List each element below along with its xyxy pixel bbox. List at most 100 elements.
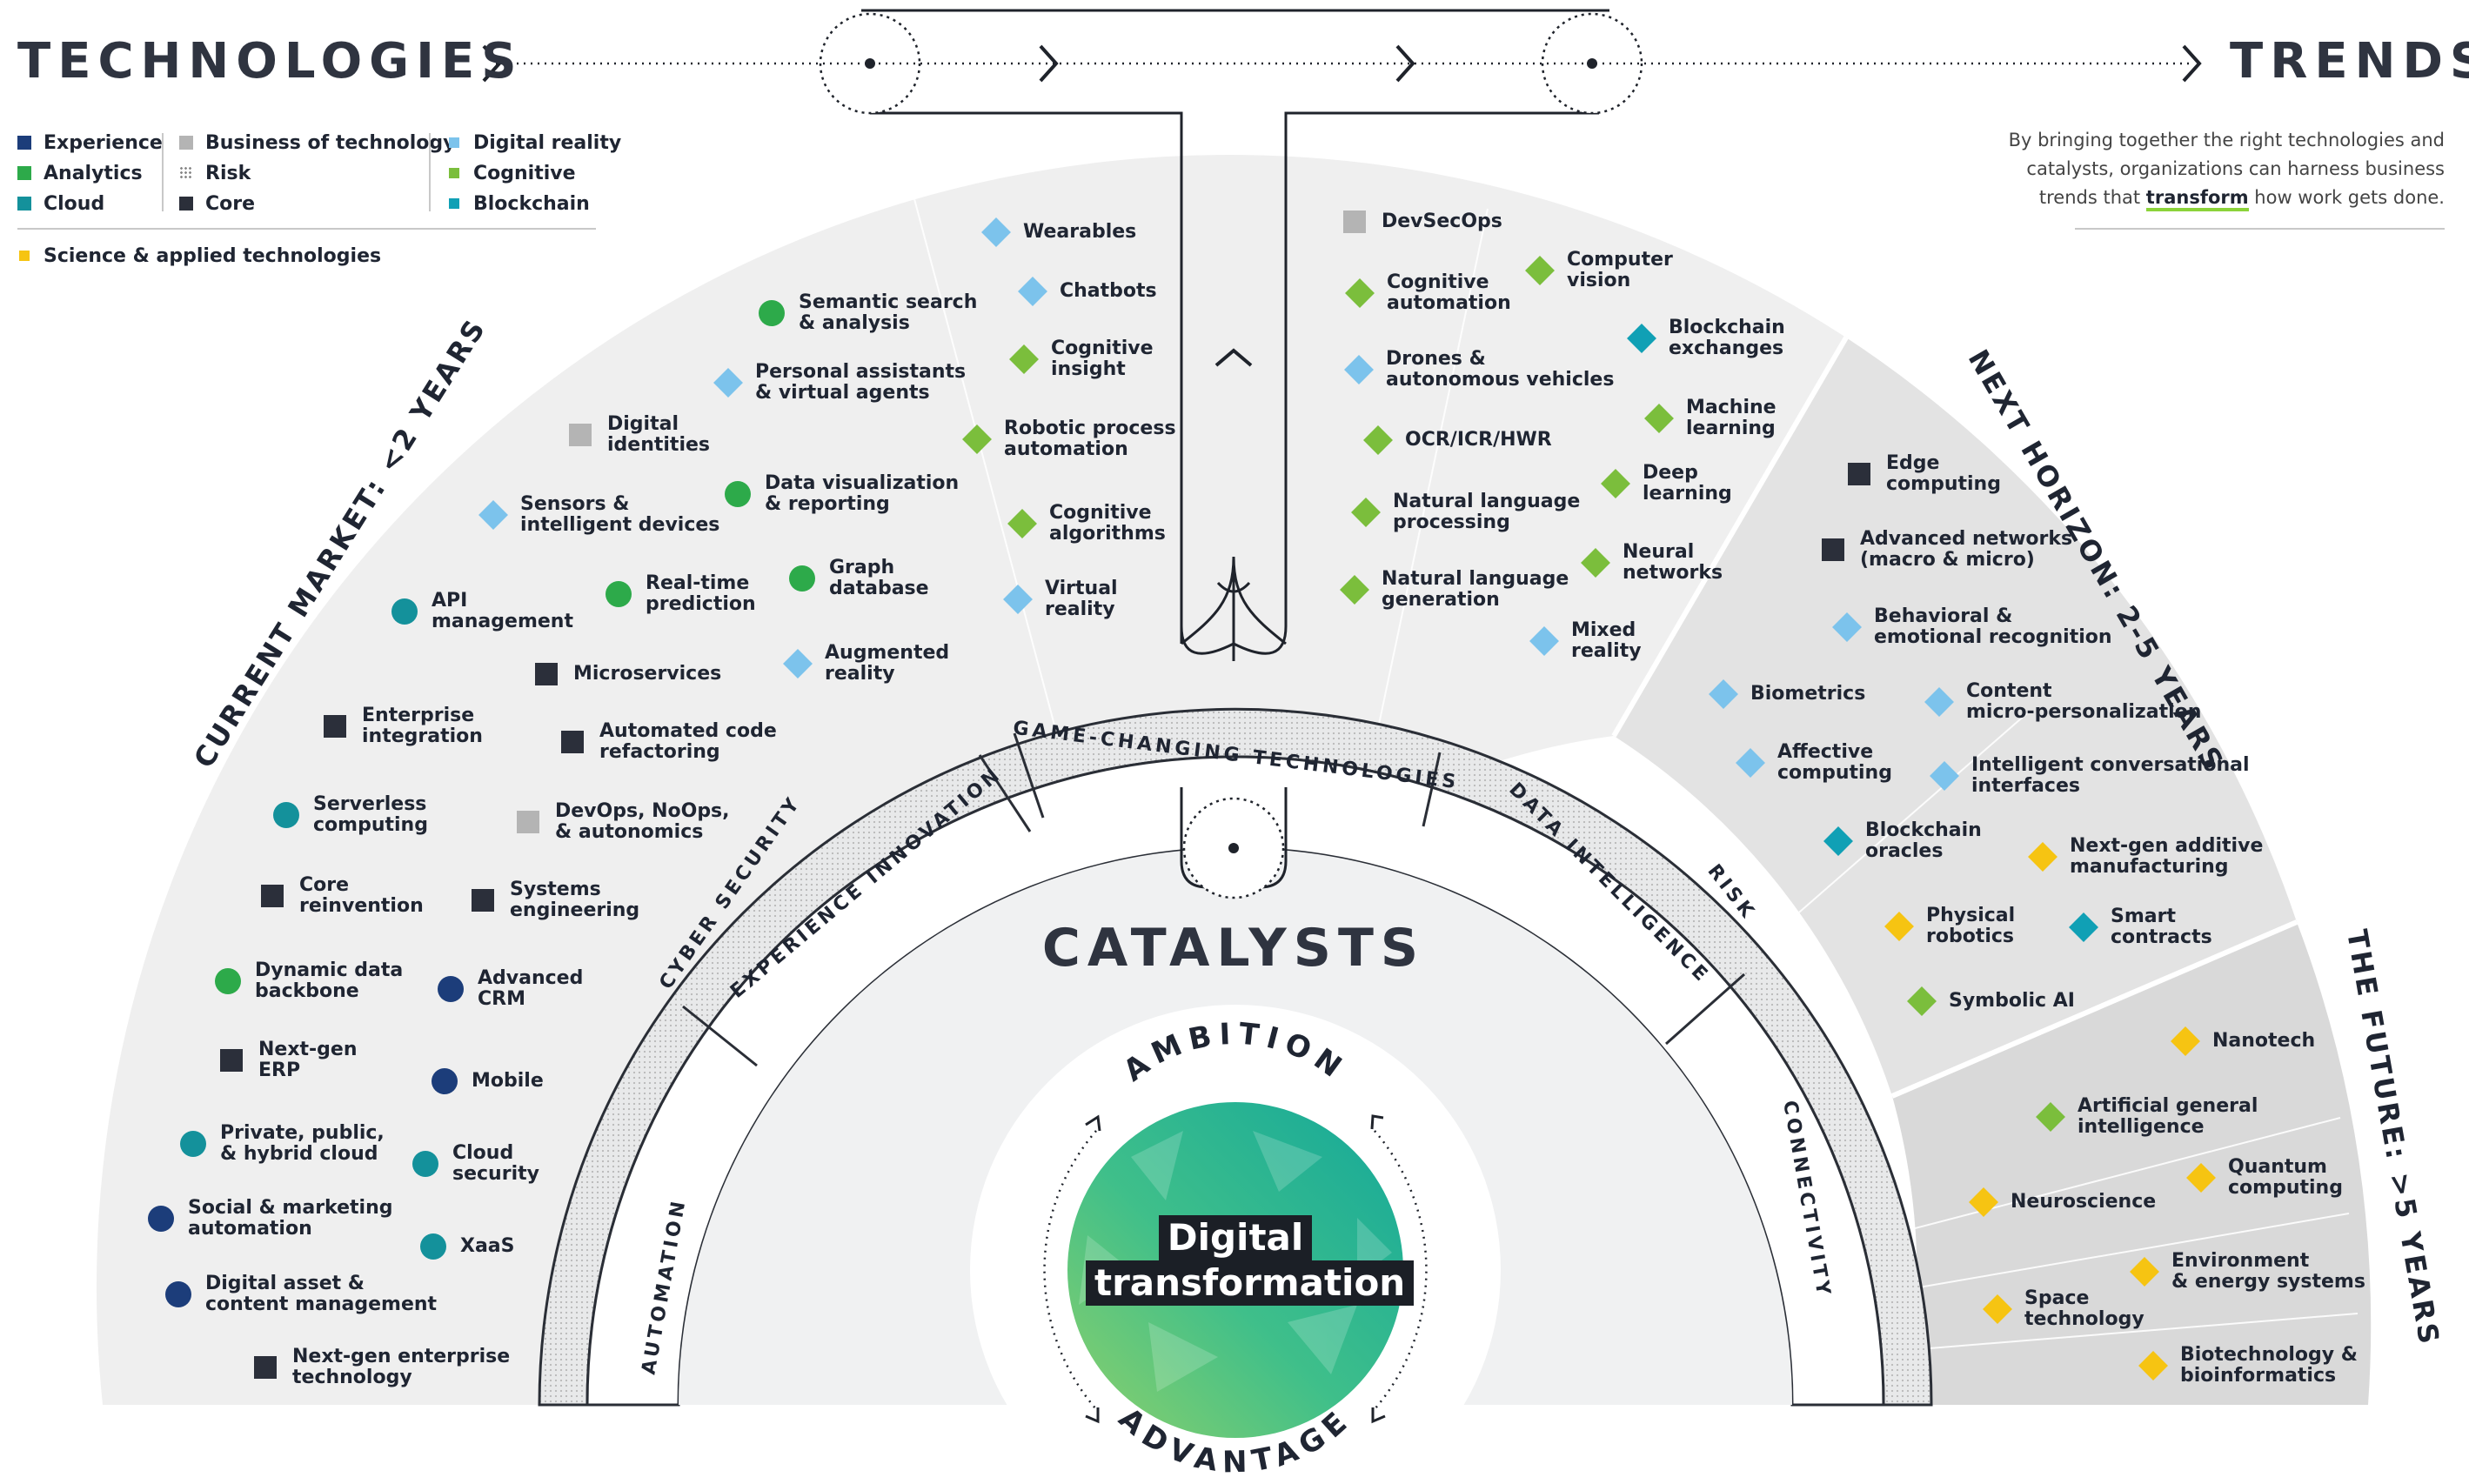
intro-note-line-2: catalysts, organizations can harness bus…	[2026, 158, 2445, 179]
item-marker	[725, 481, 751, 507]
legend-label: Core	[205, 193, 256, 215]
item-label: Artificial general intelligence	[2078, 1095, 2258, 1138]
item-label: Symbolic AI	[1949, 990, 2075, 1012]
item-label: Physical robotics	[1926, 905, 2016, 947]
item-marker	[432, 1068, 458, 1094]
item-marker	[180, 1131, 206, 1157]
item-label: Advanced networks (macro & micro)	[1860, 528, 2073, 571]
catalysts-title: CATALYSTS	[1042, 918, 1425, 979]
item-label: Natural language processing	[1393, 491, 1581, 533]
item-label: Private, public, & hybrid cloud	[220, 1122, 385, 1165]
legend-label: Science & applied technologies	[43, 245, 382, 267]
intro-note: By bringing together the right technolog…	[1992, 126, 2445, 212]
item-label: Core reinvention	[299, 874, 424, 917]
legend-label: Risk	[205, 163, 251, 184]
item-label: Environment & energy systems	[2171, 1250, 2365, 1293]
item-label: Blockchain oracles	[1865, 819, 1982, 862]
legend-label: Cloud	[43, 193, 105, 215]
item-label: Graph database	[829, 557, 929, 599]
item-label: Robotic process automation	[1004, 418, 1176, 460]
item-label: Digital identities	[607, 413, 711, 456]
item-marker	[517, 811, 539, 833]
item-label: Machine learning	[1686, 397, 1776, 439]
legend-marker-cloud	[17, 197, 31, 211]
item-label: Mixed reality	[1571, 619, 1642, 662]
item-label: Wearables	[1023, 221, 1137, 243]
item-marker	[472, 889, 494, 912]
item-label: Quantum computing	[2228, 1156, 2343, 1199]
item-marker	[1822, 538, 1844, 561]
item-label: Cognitive insight	[1051, 338, 1154, 380]
item-marker	[261, 885, 284, 907]
item-marker	[438, 976, 464, 1002]
item-marker	[1343, 211, 1366, 233]
dt-line-1: Digital	[1158, 1215, 1313, 1260]
item-label: Nanotech	[2212, 1030, 2316, 1052]
item-label: OCR/ICR/HWR	[1405, 429, 1552, 451]
legend-divider-2	[429, 133, 431, 211]
legend-divider-1	[162, 133, 164, 211]
item-marker	[535, 663, 558, 685]
item-marker	[215, 968, 241, 994]
item-label: Microservices	[573, 663, 722, 685]
trends-title: TRENDS	[2230, 33, 2469, 90]
item-marker	[165, 1281, 191, 1307]
item-marker	[1848, 463, 1870, 485]
item-label: Advanced CRM	[478, 967, 584, 1010]
item-label: Automated code refactoring	[599, 720, 777, 763]
technologies-title: TECHNOLOGIES	[17, 33, 524, 90]
legend-marker-business-of-technology	[179, 136, 193, 150]
item-label: Behavioral & emotional recognition	[1874, 605, 2112, 648]
item-label: API management	[432, 590, 573, 632]
item-label: Personal assistants & virtual agents	[755, 361, 967, 404]
item-label: DevSecOps	[1382, 211, 1502, 232]
item-label: Digital asset & content management	[205, 1273, 438, 1315]
item-label: Data visualization & reporting	[765, 472, 960, 515]
legend-label: Blockchain	[473, 193, 590, 215]
item-label: Cognitive algorithms	[1049, 502, 1166, 545]
fan-future	[1892, 922, 2372, 1405]
item-marker	[412, 1151, 438, 1177]
item-label: Biometrics	[1750, 683, 1866, 705]
item-label: Systems engineering	[510, 879, 640, 921]
item-label: Neural networks	[1623, 541, 1723, 584]
item-marker	[789, 565, 815, 592]
item-label: Next-gen ERP	[258, 1039, 358, 1081]
legend-label: Analytics	[43, 163, 143, 184]
item-label: Social & marketing automation	[188, 1197, 393, 1240]
intro-note-line-3: trends that transform how work gets done…	[1992, 184, 2445, 212]
item-label: Edge computing	[1886, 452, 2001, 495]
legend-marker-analytics	[17, 166, 31, 180]
item-label: Sensors & intelligent devices	[520, 493, 720, 536]
item-marker	[148, 1206, 174, 1232]
intro-note-highlight: transform	[2145, 187, 2249, 211]
legend-label: Cognitive	[473, 163, 576, 184]
item-label: Enterprise integration	[362, 705, 483, 747]
item-marker	[420, 1233, 446, 1260]
item-marker	[569, 424, 592, 446]
legend-marker-core	[179, 197, 193, 211]
fan-next-horizon	[1614, 338, 2297, 1096]
item-label: Semantic search & analysis	[799, 291, 978, 334]
item-label: Content micro-personalization	[1966, 680, 2202, 723]
item-marker	[561, 731, 584, 753]
item-marker	[254, 1356, 277, 1379]
item-label: Affective computing	[1777, 741, 1892, 784]
item-label: Deep learning	[1643, 462, 1732, 505]
item-label: Chatbots	[1060, 280, 1157, 302]
legend-marker-digital-reality	[449, 137, 459, 148]
item-label: Blockchain exchanges	[1669, 317, 1785, 359]
item-label: Biotechnology & bioinformatics	[2180, 1344, 2358, 1387]
item-label: Virtual reality	[1045, 578, 1118, 620]
intro-note-post: how work gets done.	[2248, 187, 2445, 208]
legend-marker-risk	[179, 166, 193, 180]
item-label: Serverless computing	[313, 793, 428, 836]
item-label: Real-time prediction	[646, 572, 756, 615]
item-marker	[391, 598, 418, 625]
item-label: Space technology	[2024, 1287, 2144, 1330]
item-label: Next-gen additive manufacturing	[2070, 835, 2264, 878]
intro-note-pre: trends that	[2038, 187, 2146, 208]
legend-rule	[17, 228, 596, 230]
